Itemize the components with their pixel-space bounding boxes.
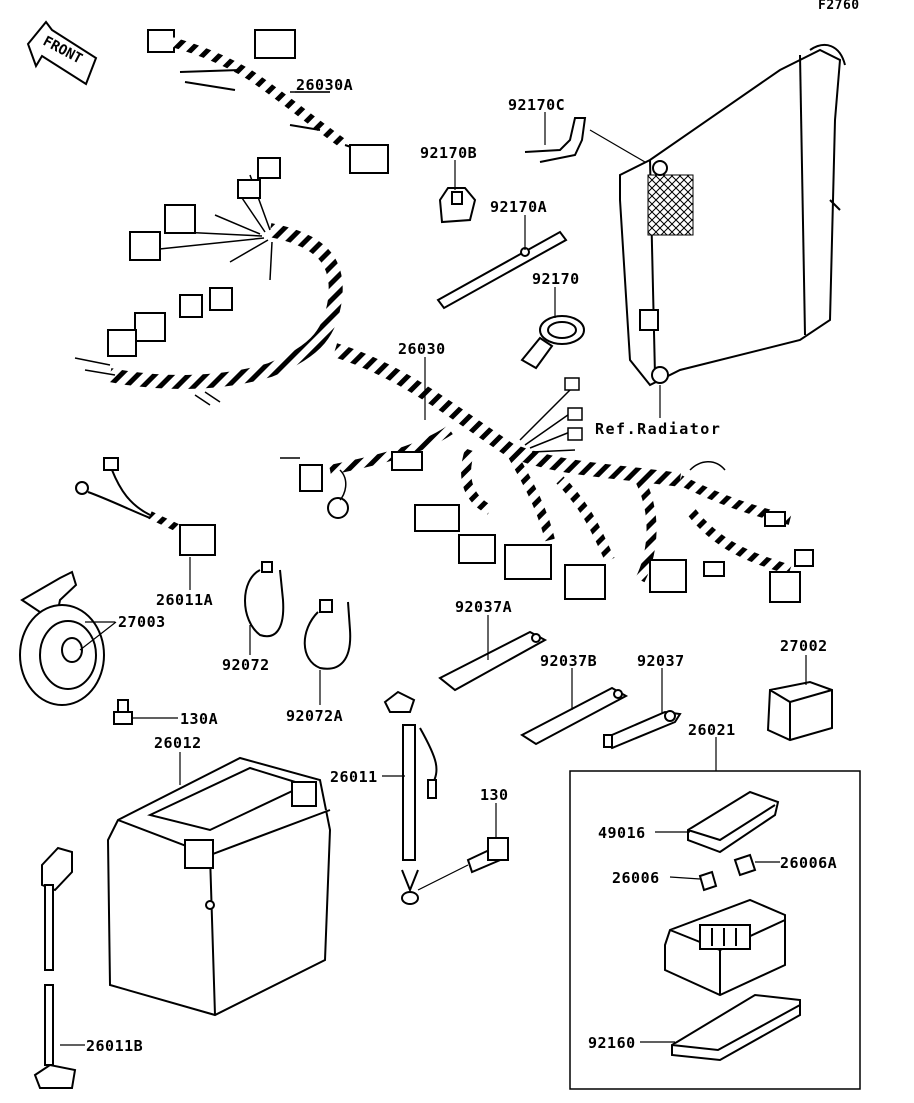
fuse-26006A: [733, 853, 757, 877]
label-92037: 92037: [637, 652, 685, 670]
strap-92037B: [520, 686, 629, 746]
sub-harness-26030A: [147, 29, 389, 174]
label-92037A: 92037A: [455, 598, 513, 616]
bolt-130: [466, 837, 509, 874]
label-26012: 26012: [154, 734, 202, 752]
clamp-92170C: [524, 117, 587, 163]
label-ref-radiator: Ref.Radiator: [595, 420, 722, 438]
label-92160: 92160: [588, 1034, 636, 1052]
main-harness-26030: [74, 157, 814, 603]
band-92072A: [303, 599, 352, 670]
label-26006A: 26006A: [780, 854, 838, 872]
label-92170C: 92170C: [508, 96, 566, 114]
lead-26011: [383, 690, 438, 905]
label-26030A: 26030A: [296, 76, 354, 94]
figure-id: F2760: [818, 0, 860, 13]
band-92170A: [436, 230, 568, 310]
label-26006: 26006: [612, 869, 660, 887]
label-130A: 130A: [180, 710, 219, 728]
horn-27003: [19, 570, 105, 706]
clamp-92170B: [438, 187, 477, 224]
label-26011B: 26011B: [86, 1037, 144, 1055]
label-49016: 49016: [598, 824, 646, 842]
label-92170B: 92170B: [420, 144, 478, 162]
fuse-box-body: [664, 898, 786, 997]
label-26021: 26021: [688, 721, 736, 739]
fuse-box-tray-92160: [671, 993, 801, 1062]
bolt-130A: [113, 699, 133, 725]
band-92072: [244, 561, 285, 638]
battery-26012: [106, 756, 332, 1017]
fuse-cover-49016: [687, 790, 780, 854]
sub-harness-26011A: [75, 457, 216, 556]
label-92072: 92072: [222, 656, 270, 674]
bracket-92037: [603, 710, 682, 750]
radiator: [619, 44, 846, 387]
label-26011A: 26011A: [156, 591, 214, 609]
fuse-box-group-frame: [569, 770, 861, 1090]
label-26011: 26011: [330, 768, 378, 786]
label-26030: 26030: [398, 340, 446, 358]
lead-26011B: [33, 846, 77, 1089]
leader-lines: [60, 91, 807, 1046]
label-92170A: 92170A: [490, 198, 548, 216]
clamp-92170: [520, 315, 585, 370]
label-130: 130: [480, 786, 509, 804]
fuse-26006: [698, 870, 718, 892]
label-27003: 27003: [118, 613, 166, 631]
front-arrow-icon: FRONT: [26, 20, 98, 86]
label-92072A: 92072A: [286, 707, 344, 725]
label-92037B: 92037B: [540, 652, 598, 670]
label-27002: 27002: [780, 637, 828, 655]
relay-27002: [766, 680, 833, 742]
strap-92037A: [438, 630, 548, 692]
label-92170: 92170: [532, 270, 580, 288]
